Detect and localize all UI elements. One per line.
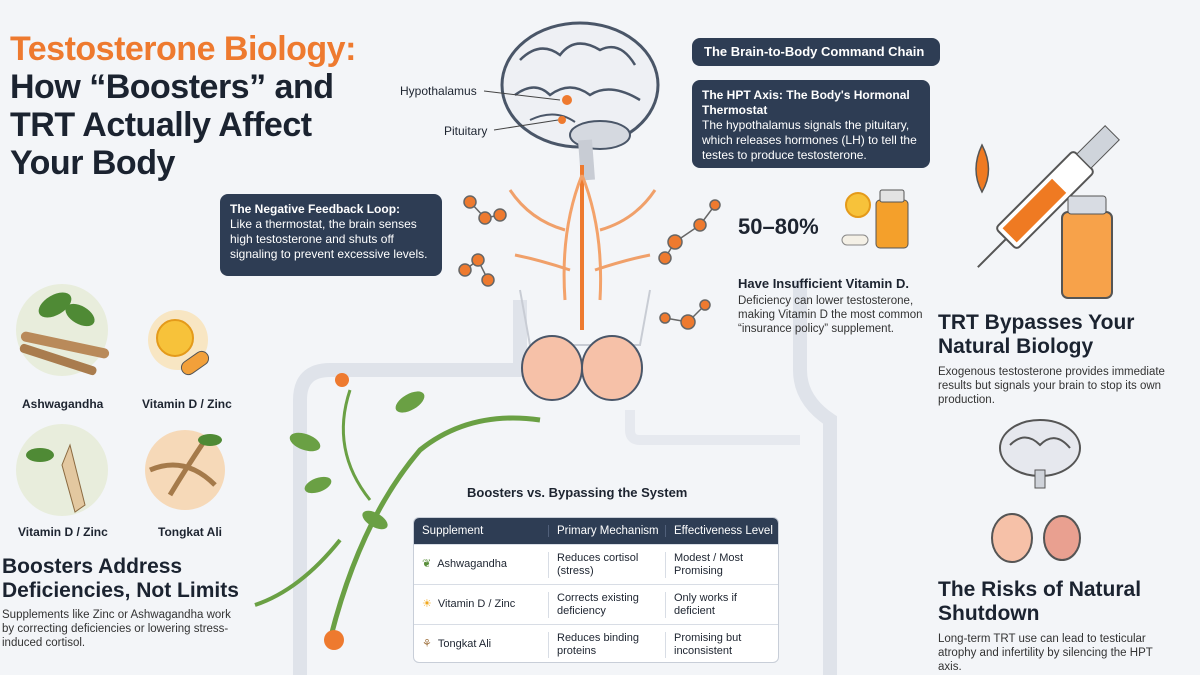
small-brain-icon	[999, 419, 1081, 489]
table-cell: Tongkat Ali	[437, 638, 492, 650]
pathway-left	[293, 300, 527, 675]
trt-body: Exogenous testosterone provides immediat…	[938, 366, 1165, 406]
table-row: ❦ Ashwagandha Reduces cortisol (stress) M…	[414, 544, 778, 584]
table-cell: Reduces binding proteins	[548, 631, 665, 658]
pituitary-label: Pituitary	[444, 124, 488, 138]
molecule-icon	[458, 195, 721, 330]
table-row: ⚘ Tongkat Ali Reduces binding proteins Pr…	[414, 624, 778, 662]
table-cell: Promising but inconsistent	[665, 631, 778, 658]
page-title-line1: Testosterone Biology:	[10, 30, 356, 68]
table-header-effectiveness: Effectiveness Level	[665, 525, 778, 537]
root-icon: ⚘	[422, 638, 432, 650]
herb-label-vitamin-d-zinc-2: Vitamin D / Zinc	[18, 525, 108, 539]
ginseng-root-icon	[16, 424, 108, 516]
table-header-supplement: Supplement	[422, 525, 484, 537]
risks-heading: The Risks of Natural Shutdown	[938, 578, 1142, 625]
table-cell: Reduces cortisol (stress)	[548, 551, 665, 578]
boosters-body: Supplements like Zinc or Ashwagandha wor…	[2, 609, 231, 649]
table-cell: Vitamin D / Zinc	[437, 598, 516, 610]
ashwagandha-leaf-icon: ❦	[422, 558, 432, 570]
hpt-axis-body: The hypothalamus signals the pituitary, …	[702, 118, 917, 162]
page-title-line2: How “Boosters” and TRT Actually Affect Y…	[10, 68, 334, 182]
boosters-heading: Boosters Address Deficiencies, Not Limit…	[2, 555, 239, 602]
vitamin-d-heading: Have Insufficient Vitamin D.	[738, 276, 909, 291]
table-header-mechanism: Primary Mechanism	[548, 525, 665, 537]
hpt-axis-title: The HPT Axis: The Body's Hormonal Thermo…	[702, 88, 910, 117]
atrophied-testes-icon	[991, 513, 1081, 563]
feedback-loop-body: Like a thermostat, the brain senses high…	[230, 217, 428, 261]
vitamin-d-icon	[841, 189, 909, 249]
command-chain-callout: The Brain-to-Body Command Chain	[692, 38, 940, 66]
herb-label-vitamin-d-zinc: Vitamin D / Zinc	[142, 397, 232, 411]
ashwagandha-root-icon	[16, 284, 110, 376]
testes-icon	[521, 335, 643, 401]
table-header-row: Supplement Primary Mechanism Effectivene…	[414, 518, 778, 544]
vine-icon	[254, 373, 541, 650]
brain-icon	[500, 21, 660, 181]
sun-icon: ☀	[422, 598, 432, 610]
table-cell: Corrects existing deficiency	[548, 591, 665, 618]
trt-heading: TRT Bypasses Your Natural Biology	[938, 311, 1135, 358]
pathway-right	[793, 280, 837, 675]
table-cell: Ashwagandha	[437, 558, 507, 570]
feedback-loop-callout: The Negative Feedback Loop: Like a therm…	[220, 194, 442, 276]
signal-pathway	[508, 165, 657, 346]
hypothalamus-marker	[562, 95, 572, 105]
pituitary-marker	[558, 116, 566, 124]
vitamin-d-body: Deficiency can lower testosterone, makin…	[738, 295, 923, 335]
herb-label-ashwagandha: Ashwagandha	[22, 397, 104, 411]
table-cell: Only works if deficient	[665, 591, 778, 618]
risks-body: Long-term TRT use can lead to testicular…	[938, 633, 1153, 673]
table-cell: Modest / Most Promising	[665, 551, 778, 578]
vitamin-d-stat: 50–80%	[738, 214, 819, 239]
sun-pill-icon	[148, 310, 210, 376]
tongkat-root-icon	[145, 430, 225, 510]
table-row: ☀ Vitamin D / Zinc Corrects existing defi…	[414, 584, 778, 624]
comparison-table: Supplement Primary Mechanism Effectivene…	[413, 517, 779, 663]
hypothalamus-label: Hypothalamus	[400, 84, 477, 98]
feedback-loop-title: The Negative Feedback Loop:	[230, 202, 401, 216]
syringe-icon	[975, 125, 1120, 299]
hpt-axis-callout: The HPT Axis: The Body's Hormonal Thermo…	[692, 80, 930, 168]
herb-label-tongkat-ali: Tongkat Ali	[158, 525, 222, 539]
table-title: Boosters vs. Bypassing the System	[467, 485, 688, 500]
